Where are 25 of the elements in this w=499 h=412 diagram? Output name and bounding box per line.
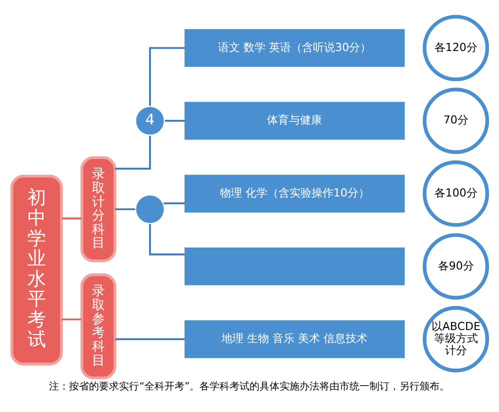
connector: [115, 338, 185, 340]
connector: [115, 208, 136, 210]
connector: [62, 318, 82, 320]
node-circle: 各90分: [422, 232, 490, 300]
node-box: 录取参考科目: [80, 272, 116, 379]
node-box: 初中学业水平考试: [10, 174, 63, 365]
node-box: 录取计分科目: [80, 156, 116, 262]
connector: [149, 224, 185, 255]
node-box: [184, 247, 405, 285]
node-circle: [134, 193, 166, 224]
node-box: 体育与健康: [184, 101, 405, 140]
node-circle: 各120分: [422, 14, 490, 81]
connector: [115, 135, 151, 170]
caption: 注：按省的要求实行“全科开考”。各学科考试的具体实施办法将由市统一制订，另行颁布。: [49, 381, 450, 392]
node-circle: 各100分: [422, 160, 490, 226]
node-circle: 70分: [422, 87, 490, 154]
node-circle: 4: [134, 104, 166, 136]
connector: [164, 202, 185, 204]
connector: [164, 119, 185, 122]
connector: [62, 217, 82, 219]
node-box: 语文 数学 英语（含听说30分）: [184, 28, 405, 66]
node-box: 物理 化学（含实验操作10分）: [184, 174, 405, 212]
node-box: 地理 生物 音乐 美术 信息技术: [184, 320, 405, 358]
node-circle: 以ABCDE等级方式计分: [422, 306, 490, 372]
connector: [149, 46, 185, 106]
